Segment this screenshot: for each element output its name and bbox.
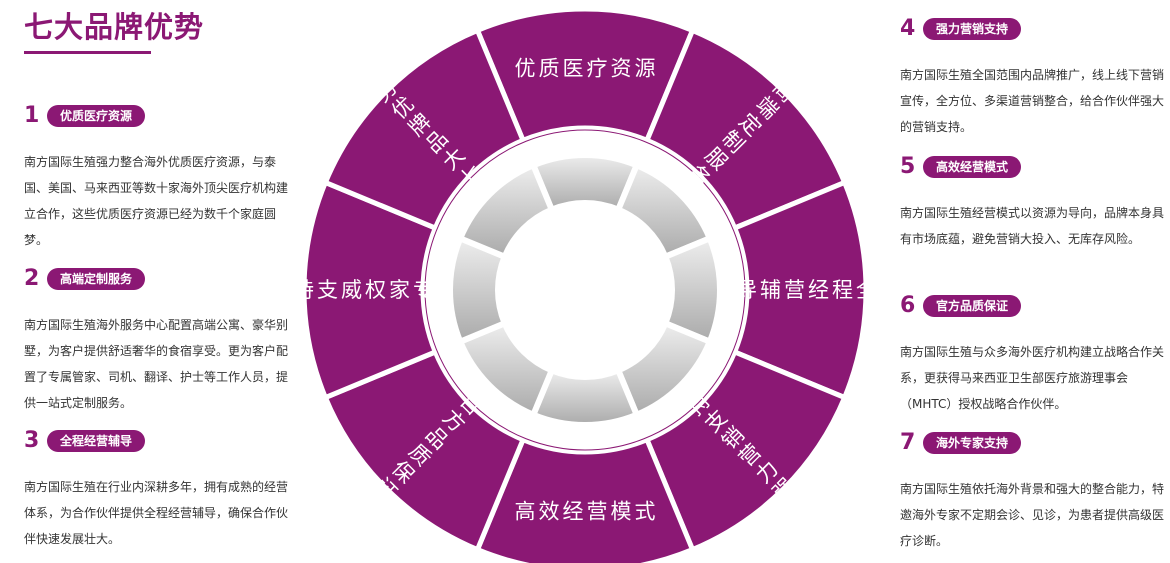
advantage-header: 7 海外专家支持 bbox=[900, 430, 1170, 456]
advantage-number: 2 bbox=[24, 266, 40, 291]
advantage-header: 2 高端定制服务 bbox=[24, 266, 294, 292]
advantage-title-badge: 高端定制服务 bbox=[47, 268, 146, 290]
ring-segment-label-char: 效 bbox=[539, 500, 560, 524]
ring-segment-label-char: 持 bbox=[293, 278, 314, 302]
ring-segment-label-char: 辅 bbox=[760, 278, 781, 302]
advantage-description: 南方国际生殖强力整合海外优质医疗资源，与泰国、美国、马来西亚等数十家海外顶尖医疗… bbox=[24, 155, 289, 247]
advantage-title-badge: 优质医疗资源 bbox=[47, 105, 146, 127]
ring-segment-label-char: 优 bbox=[515, 57, 536, 81]
advantage-number: 3 bbox=[24, 428, 40, 453]
advantage-item-2: 2 高端定制服务 南方国际生殖海外服务中心配置高端公寓、豪华别墅，为客户提供舒适… bbox=[24, 266, 294, 416]
ring-inner-outline bbox=[424, 129, 746, 451]
advantage-item-1: 1 优质医疗资源 南方国际生殖强力整合海外优质医疗资源，与泰国、美国、马来西亚等… bbox=[24, 103, 294, 253]
advantage-header: 5 高效经营模式 bbox=[900, 154, 1170, 180]
ring-segment-label-char: 权 bbox=[365, 278, 386, 302]
ring-segment-label-char: 经 bbox=[563, 500, 584, 524]
ring-segment-label-char: 源 bbox=[635, 57, 656, 81]
inner-ring bbox=[424, 129, 746, 451]
ring-segment-label-char: 式 bbox=[635, 500, 656, 524]
advantage-number: 1 bbox=[24, 103, 40, 128]
outer-ring bbox=[301, 6, 869, 563]
title-underline bbox=[24, 51, 151, 54]
page-title: 七大品牌优势 bbox=[24, 10, 205, 44]
advantage-description: 南方国际生殖在行业内深耕多年，拥有成熟的经营体系，为合作伙伴提供全程经营辅导，确… bbox=[24, 480, 289, 546]
ring-segment-label-char: 程 bbox=[832, 278, 853, 302]
advantage-number: 7 bbox=[900, 430, 916, 455]
advantage-number: 6 bbox=[900, 293, 916, 318]
advantage-title-badge: 高效经营模式 bbox=[923, 156, 1022, 178]
ring-segment-label-char: 高 bbox=[515, 500, 536, 524]
advantage-title-badge: 海外专家支持 bbox=[923, 432, 1022, 454]
advantage-item-3: 3 全程经营辅导 南方国际生殖在行业内深耕多年，拥有成熟的经营体系，为合作伙伴提… bbox=[24, 428, 294, 552]
ring-segment-label-char: 支 bbox=[317, 278, 338, 302]
advantage-header: 4 强力营销支持 bbox=[900, 16, 1170, 42]
advantage-item-7: 7 海外专家支持 南方国际生殖依托海外背景和强大的整合能力，特邀海外专家不定期会… bbox=[900, 430, 1170, 554]
advantage-number: 4 bbox=[900, 16, 916, 41]
ring-segment-label-char: 专 bbox=[413, 278, 434, 302]
ring-segment-label-char: 资 bbox=[611, 57, 632, 81]
ring-segment-label-char: 家 bbox=[389, 278, 410, 302]
advantage-item-5: 5 高效经营模式 南方国际生殖经营模式以资源为导向，品牌本身具有市场底蕴，避免营… bbox=[900, 154, 1170, 252]
ring-segment-label-char: 疗 bbox=[587, 57, 608, 81]
advantage-description: 南方国际生殖海外服务中心配置高端公寓、豪华别墅，为客户提供舒适奢华的食宿享受。更… bbox=[24, 318, 289, 410]
inner-ring-segment bbox=[456, 161, 556, 261]
ring-segment-label-char: 营 bbox=[587, 500, 608, 524]
advantage-title-badge: 全程经营辅导 bbox=[47, 430, 146, 452]
ring-segment-label-char: 导 bbox=[736, 278, 757, 302]
advantage-description: 南方国际生殖依托海外背景和强大的整合能力，特邀海外专家不定期会诊、见诊，为患者提… bbox=[900, 482, 1165, 548]
ring-segment-label-char: 营 bbox=[784, 278, 805, 302]
ring-segment-label-char: 质 bbox=[539, 57, 560, 81]
advantage-item-6: 6 官方品质保证 南方国际生殖与众多海外医疗机构建立战略合作关系，更获得马来西亚… bbox=[900, 293, 1170, 417]
advantage-title-badge: 强力营销支持 bbox=[923, 18, 1022, 40]
advantage-title-badge: 官方品质保证 bbox=[923, 295, 1022, 317]
ring-segment-label-char: 医 bbox=[563, 57, 584, 81]
advantage-header: 3 全程经营辅导 bbox=[24, 428, 294, 454]
ring-segment bbox=[322, 27, 527, 232]
advantage-header: 6 官方品质保证 bbox=[900, 293, 1170, 319]
advantage-number: 5 bbox=[900, 154, 916, 179]
ring-segment-label-char: 威 bbox=[341, 278, 362, 302]
advantage-description: 南方国际生殖与众多海外医疗机构建立战略合作关系，更获得马来西亚卫生部医疗旅游理事… bbox=[900, 345, 1165, 411]
ring-segment-label-char: 模 bbox=[611, 500, 632, 524]
ring-segment-label-char: 全 bbox=[856, 278, 877, 302]
ring-segment-label-char: 经 bbox=[808, 278, 829, 302]
advantage-description: 南方国际生殖全国范围内品牌推广，线上线下营销宣传，全方位、多渠道营销整合，给合作… bbox=[900, 68, 1165, 134]
advantage-header: 1 优质医疗资源 bbox=[24, 103, 294, 129]
advantage-item-4: 4 强力营销支持 南方国际生殖全国范围内品牌推广，线上线下营销宣传，全方位、多渠… bbox=[900, 16, 1170, 140]
advantage-description: 南方国际生殖经营模式以资源为导向，品牌本身具有市场底蕴，避免营销大投入、无库存风… bbox=[900, 206, 1165, 246]
